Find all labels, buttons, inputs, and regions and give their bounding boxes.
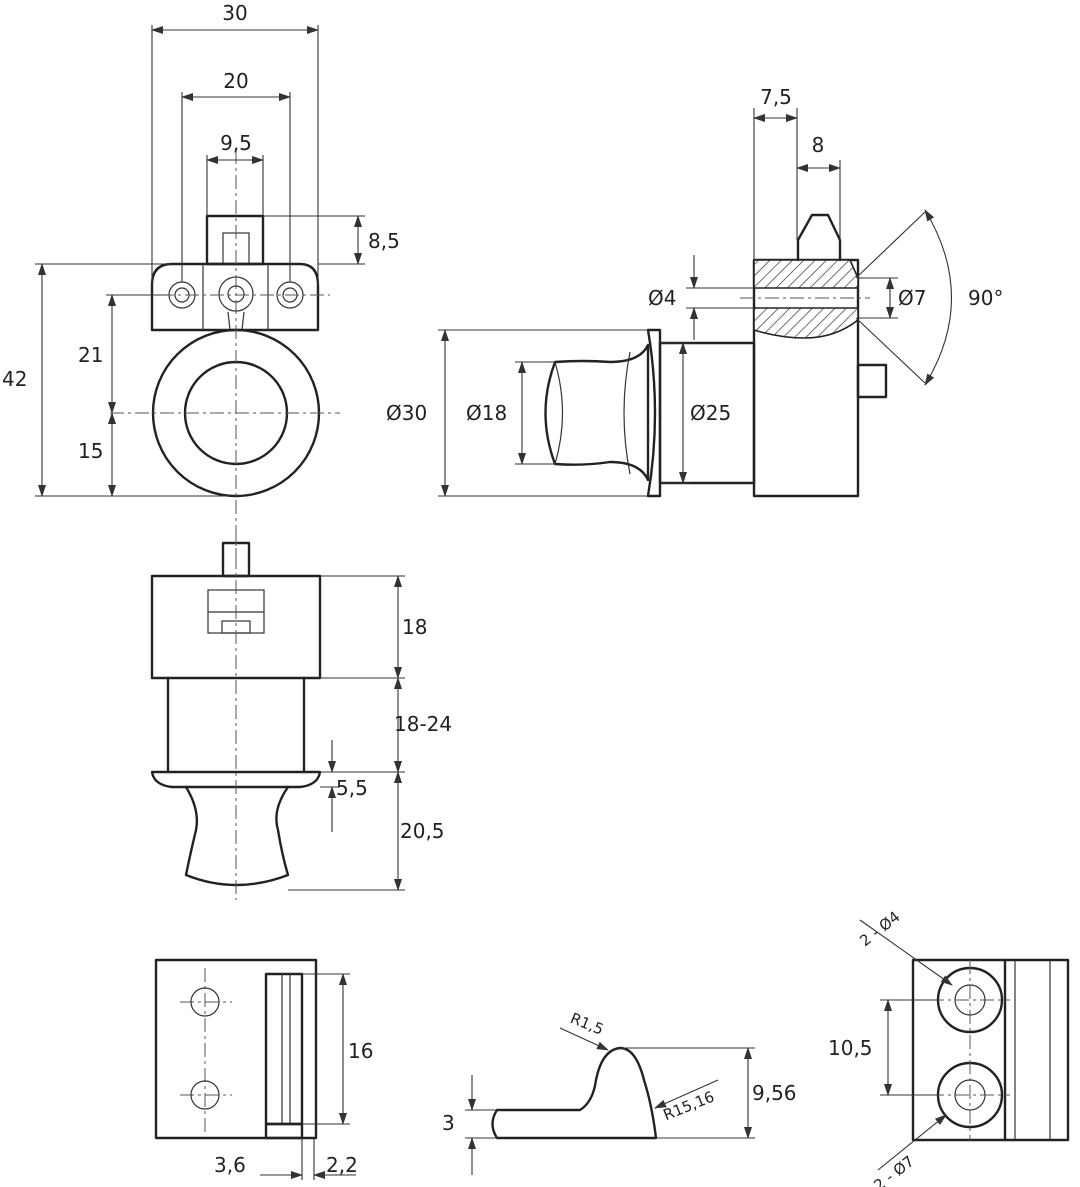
dim-flange-thickness: 5,5: [336, 776, 368, 800]
dim-flange-diameter: Ø30: [386, 401, 427, 425]
dim-plate-holes-small: 2 - Ø4: [856, 908, 903, 950]
dim-side-thickness: 7,5: [760, 85, 792, 109]
mounting-plate-view: [911, 958, 1070, 1142]
dim-hole-spacing: 20: [223, 69, 248, 93]
dim-lower-offset: 15: [78, 439, 103, 463]
dim-knob-diameter: Ø18: [466, 401, 507, 425]
dim-strike-right: 2,2: [326, 1153, 358, 1177]
dim-body-diameter: Ø25: [690, 401, 731, 425]
dim-keeper-base: 3: [442, 1111, 455, 1135]
top-view-dimensions: 18 18-24 5,5 20,5: [288, 575, 452, 891]
dim-keeper-height: 9,56: [752, 1081, 797, 1105]
dim-knob-height: 20,5: [400, 819, 445, 843]
dim-strike-height: 16: [348, 1039, 373, 1063]
side-view: [544, 213, 888, 498]
strike-plate-view: [154, 958, 318, 1140]
dim-tab-height: 8,5: [368, 229, 400, 253]
dim-side-tip: 8: [812, 133, 825, 157]
dim-chamfer-angle: 90°: [968, 286, 1003, 310]
front-view: [110, 150, 340, 560]
dim-upper-offset: 21: [78, 343, 103, 367]
front-view-dimensions: 30 20 9,5 8,5 42 21 15: [2, 1, 400, 497]
dim-hole-large: Ø7: [898, 286, 926, 310]
side-view-dimensions: 7,5 8 Ø4 Ø7 90° Ø30 Ø18 Ø25: [386, 85, 1003, 497]
dim-panel-range: 18-24: [394, 712, 452, 736]
strike-plate-dimensions: 16 3,6 2,2: [214, 973, 373, 1180]
keeper-profile-dimensions: R1,5 R15,16 9,56 3: [442, 1009, 797, 1175]
keeper-profile-view: [491, 1046, 658, 1140]
dim-front-width: 30: [222, 1, 247, 25]
top-view: [150, 530, 322, 900]
dim-tab-width: 9,5: [220, 131, 252, 155]
mounting-plate-dimensions: 2 - Ø4 10,5 2 - Ø7: [828, 908, 953, 1187]
dim-strike-left: 3,6: [214, 1153, 246, 1177]
dim-total-height: 42: [2, 367, 27, 391]
dim-hole-small: Ø4: [648, 286, 676, 310]
dim-plate-hole-spacing: 10,5: [828, 1036, 873, 1060]
dim-body-height: 18: [402, 615, 427, 639]
